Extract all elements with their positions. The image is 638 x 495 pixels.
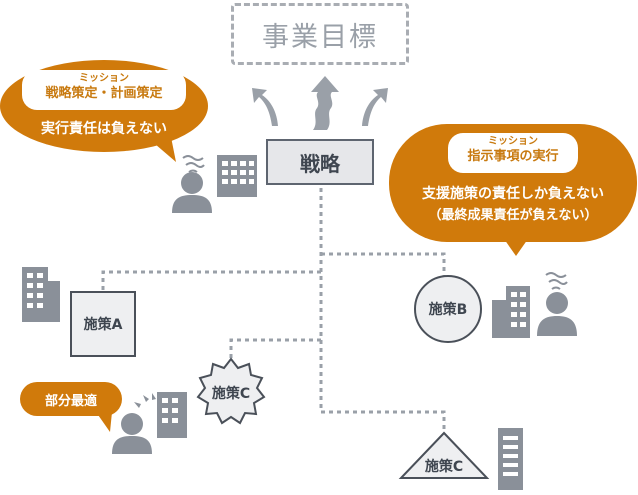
sweat-drops-icon xyxy=(134,393,156,408)
building-icon xyxy=(157,392,187,438)
curved-arrow-left-icon xyxy=(252,88,278,126)
bottom-bubble-note: 部分最適 xyxy=(44,394,97,409)
business-goal-label: 事業目標 xyxy=(262,21,378,53)
right-mission-title: ミッション xyxy=(488,136,538,147)
left-bubble-note: 実行責任は負えない xyxy=(41,121,167,137)
triangle-shape xyxy=(398,431,490,479)
stress-icon xyxy=(182,155,205,173)
right-mission-pill: ミッション 指示事項の実行 xyxy=(448,133,578,173)
person-icon xyxy=(172,172,212,213)
measure-c-triangle-label: 施策C xyxy=(424,459,464,475)
measure-a-label: 施策A xyxy=(83,317,123,333)
measure-b-label: 施策B xyxy=(428,302,468,318)
left-mission-pill: ミッション 戦略策定・計画策定 xyxy=(22,70,186,110)
person-icon xyxy=(537,292,577,336)
stress-icon xyxy=(545,272,568,290)
wavy-up-arrow-icon xyxy=(311,76,339,130)
business-goal-box: 事業目標 xyxy=(231,3,409,65)
building-icon xyxy=(217,155,257,197)
curved-arrow-right-icon xyxy=(362,88,388,126)
right-bubble-note-1: 支援施策の責任しか負えない xyxy=(422,186,604,202)
building-icon xyxy=(492,286,530,338)
left-mission-body: 戦略策定・計画策定 xyxy=(45,85,163,101)
right-mission-body: 指示事項の実行 xyxy=(467,148,559,164)
starburst-shape xyxy=(196,357,266,425)
right-bubble-note-2: （最終成果責任が負えない） xyxy=(428,208,598,223)
connector-lines xyxy=(101,188,446,432)
bottom-speech-bubble xyxy=(20,382,122,432)
measure-b-circle: 施策B xyxy=(414,275,482,343)
building-icon xyxy=(22,267,60,322)
strategy-box: 戦略 xyxy=(266,139,374,185)
measure-a-box: 施策A xyxy=(70,291,136,357)
strategy-label: 戦略 xyxy=(300,151,340,176)
measure-c-star-label: 施策C xyxy=(211,386,251,402)
person-icon xyxy=(112,413,152,454)
left-mission-title: ミッション xyxy=(79,73,129,84)
building-icon xyxy=(498,428,523,490)
